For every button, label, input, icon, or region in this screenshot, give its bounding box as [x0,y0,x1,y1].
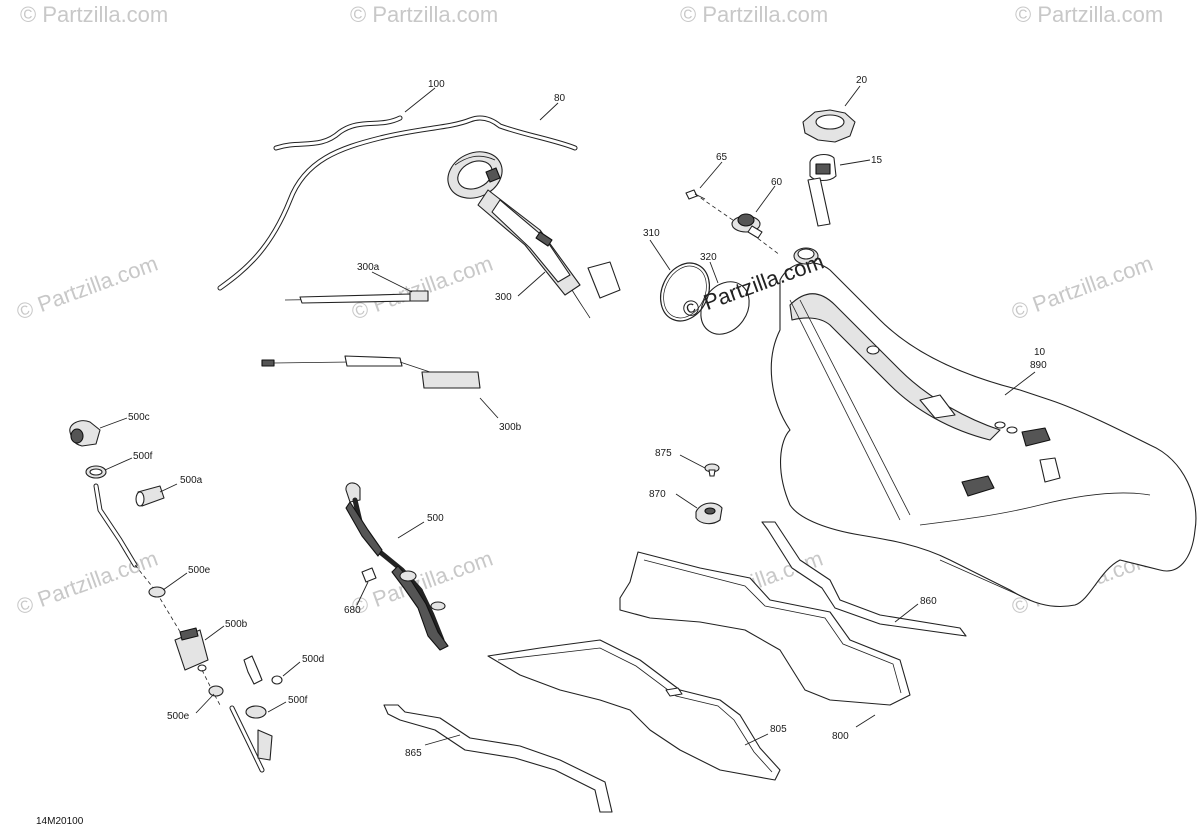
fuel-cap-20 [802,109,856,143]
fuel-line-100 [273,115,403,151]
callout-500e: 500e [188,565,211,576]
lock-ring-310 [660,262,710,322]
vent-valve-60 [731,213,763,239]
callout-865: 865 [405,748,422,759]
strap-865 [383,704,613,813]
callout-860: 860 [920,596,937,607]
callout-65: 65 [716,152,728,163]
watermark: © Partzilla.com [680,2,828,27]
callout-310: 310 [643,228,660,239]
fuel-pump-module-300 [447,151,621,319]
hose-segment-bottom [229,705,273,773]
callout-300b: 300b [499,422,522,433]
callout-680: 680 [344,605,361,616]
pad-805 [487,639,781,781]
filter-500b [174,627,209,672]
strap-860 [761,521,967,637]
callout-500f: 500f [133,451,153,462]
callout-500d: 500d [302,654,324,665]
callout-870: 870 [649,489,666,500]
watermark: © Partzilla.com [350,2,498,27]
clamp-500e-bottom [208,685,224,697]
callout-80: 80 [554,93,566,104]
hose-axis [134,564,186,641]
fuel-hose-assembly-500 [345,482,449,651]
clamp-500f-top [85,465,107,479]
fuel-tank-10 [770,247,1197,608]
callout-300: 300 [495,292,512,303]
leader-lines [99,85,1036,746]
watermark: © Partzilla.com [20,2,168,27]
hose-segment-top [93,483,138,568]
callout-500a: 500a [180,475,203,486]
assembly-axis [694,193,781,256]
callout-labels: 100 80 20 15 65 60 310 320 300a 300 300b… [128,75,1047,759]
sleeve-500a [135,485,165,507]
callout-500: 500 [427,513,444,524]
callout-800: 800 [832,731,849,742]
callout-500c: 500c [128,412,150,423]
fitting-500d [243,655,283,685]
callout-500b: 500b [225,619,248,630]
callout-875: 875 [655,448,672,459]
watermark: © Partzilla.com [13,546,161,620]
watermark: © Partzilla.com [1008,251,1156,325]
watermark: © Partzilla.com [1015,2,1163,27]
fuel-level-sensor-300a [284,290,429,304]
callout-500f: 500f [288,695,308,706]
callout-60: 60 [771,177,783,188]
cap-tether-15 [807,153,837,227]
grommet-870 [695,502,723,525]
float-arm-300b [261,355,481,389]
callout-805: 805 [770,724,787,735]
gasket-320 [700,281,750,335]
clamp-500e-top [148,586,166,598]
watermark: © Partzilla.com [13,251,161,325]
connector-500c [69,420,101,447]
callout-320: 320 [700,252,717,263]
callout-10: 10 [1034,347,1046,358]
callout-20: 20 [856,75,868,86]
clamp-500f-bottom [245,705,267,719]
callout-890: 890 [1030,360,1047,371]
clip-680 [361,567,377,583]
diagram-code: 14M20100 [36,816,84,827]
fuel-line-80 [217,115,578,291]
callout-300a: 300a [357,262,380,273]
screw-875 [704,463,720,477]
pad-800 [619,551,911,706]
callout-15: 15 [871,155,883,166]
callout-100: 100 [428,79,445,90]
callout-500e: 500e [167,711,190,722]
